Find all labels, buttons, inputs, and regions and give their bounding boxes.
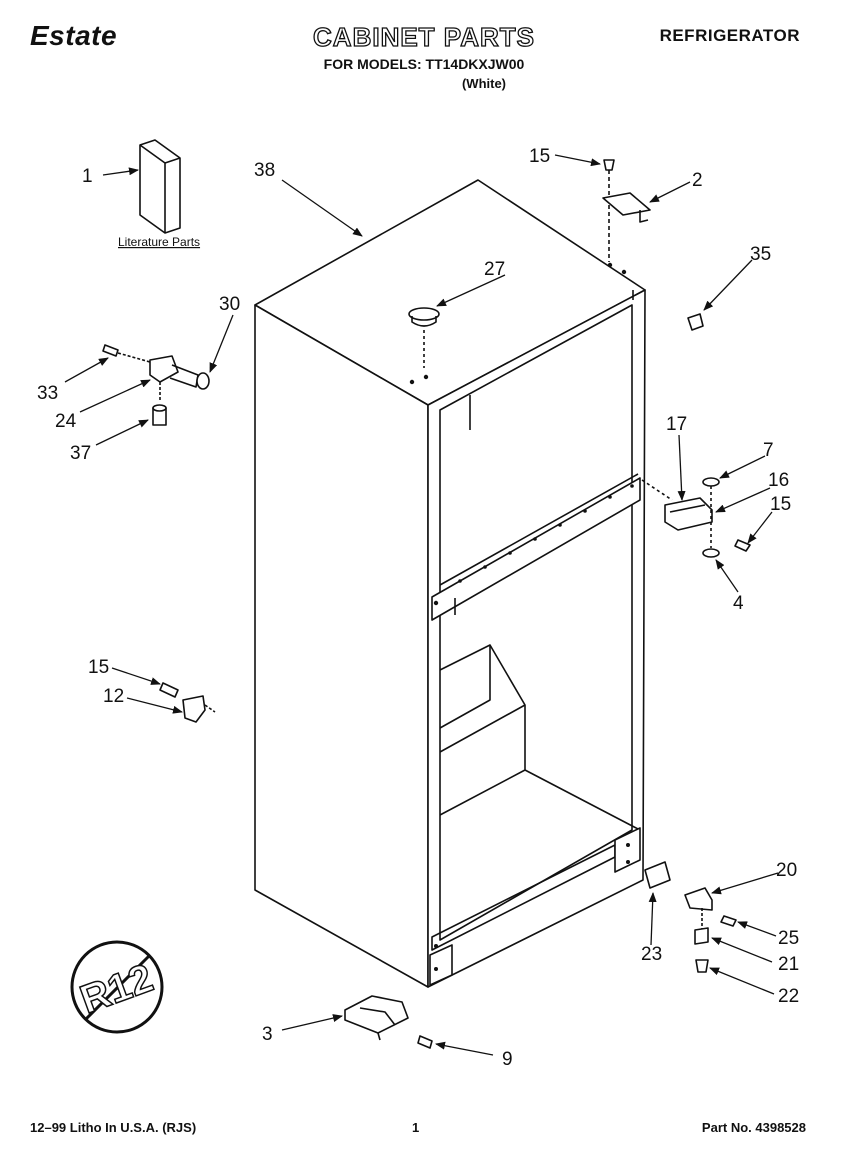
callout-9: 9 (502, 1049, 513, 1070)
center-hinge-assembly (641, 477, 751, 558)
callout-35: 35 (750, 244, 771, 265)
callout-38: 38 (254, 160, 275, 181)
models-subtitle: FOR MODELS: TT14DKXJW00 (323, 56, 525, 72)
callout-24: 24 (55, 411, 77, 432)
lower-left-bracket (159, 682, 216, 723)
callout-27: 27 (484, 259, 505, 280)
literature-parts-label: Literature Parts (118, 235, 200, 249)
callout-22: 22 (778, 986, 799, 1007)
no-r12-symbol-icon (70, 940, 164, 1034)
cabinet-shell (254, 179, 646, 988)
callout-33: 33 (37, 383, 58, 404)
r12-text: R12 (75, 956, 159, 1022)
callout-21: 21 (778, 954, 799, 975)
callout-23: 23 (641, 944, 662, 965)
callout-16: 16 (768, 470, 789, 491)
callout-3: 3 (262, 1024, 273, 1045)
color-note: (White) (461, 76, 507, 91)
left-hinge-pin-assembly (102, 344, 210, 426)
callout-17: 17 (666, 414, 687, 435)
bottom-hinge-assembly (644, 861, 737, 973)
leveling-foot-assembly (344, 995, 433, 1049)
literature-booklet (139, 139, 181, 234)
top-hinge-assembly (602, 159, 651, 262)
callout-12: 12 (103, 686, 124, 707)
top-plug (408, 307, 440, 368)
callout-15-right: 15 (770, 494, 791, 515)
callout-37: 37 (70, 443, 91, 464)
callout-25: 25 (778, 928, 799, 949)
callout-7: 7 (763, 440, 774, 461)
footer-litho: 12–99 Litho In U.S.A. (RJS) (30, 1120, 197, 1135)
product-type: REFRIGERATOR (659, 26, 800, 45)
callout-30: 30 (219, 294, 240, 315)
footer-page-number: 1 (412, 1120, 420, 1135)
top-clip (687, 313, 704, 331)
callout-4: 4 (733, 593, 744, 614)
callout-15-top: 15 (529, 146, 550, 167)
callout-2: 2 (692, 170, 703, 191)
callout-15-left: 15 (88, 657, 109, 678)
callout-20: 20 (776, 860, 797, 881)
footer-part-number: Part No. 4398528 (701, 1120, 806, 1135)
screw-holes (409, 262, 634, 971)
brand-logo: Estate (30, 20, 118, 51)
callout-1: 1 (82, 166, 93, 187)
page-title: CABINET PARTS (312, 21, 535, 52)
